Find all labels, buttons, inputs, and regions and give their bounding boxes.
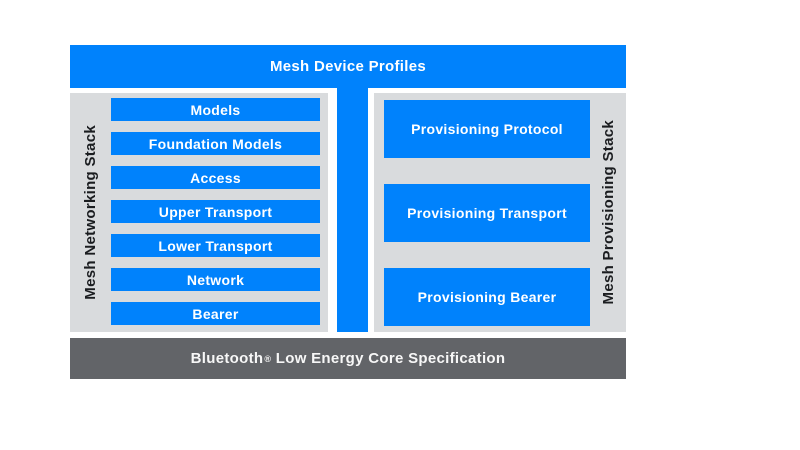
networking-stack-label-zone: Mesh Networking Stack (70, 93, 111, 332)
provisioning-stack-label-zone: Mesh Provisioning Stack (590, 93, 626, 332)
layer-upper-transport: Upper Transport (111, 200, 320, 223)
networking-stack-layers: Models Foundation Models Access Upper Tr… (111, 93, 328, 332)
provisioning-stack-panel: Provisioning Protocol Provisioning Trans… (374, 93, 626, 332)
networking-stack-panel: Mesh Networking Stack Models Foundation … (70, 93, 328, 332)
mesh-device-profiles-bar: Mesh Device Profiles (70, 45, 626, 88)
layer-models: Models (111, 98, 320, 121)
ble-core-spec-text: Low Energy Core Specification (275, 350, 506, 367)
layer-network: Network (111, 268, 320, 291)
mesh-device-profiles-label: Mesh Device Profiles (269, 58, 427, 75)
networking-stack-label: Mesh Networking Stack (82, 125, 99, 300)
layer-provisioning-transport: Provisioning Transport (384, 184, 590, 242)
layer-provisioning-bearer: Provisioning Bearer (384, 268, 590, 326)
layer-bearer: Bearer (111, 302, 320, 325)
layer-foundation-models: Foundation Models (111, 132, 320, 155)
layer-access: Access (111, 166, 320, 189)
provisioning-stack-label: Mesh Provisioning Stack (599, 120, 617, 305)
layer-lower-transport: Lower Transport (111, 234, 320, 257)
stack-connector-strip (337, 87, 368, 332)
ble-core-spec-brand: Bluetooth (190, 350, 264, 367)
provisioning-stack-layers: Provisioning Protocol Provisioning Trans… (374, 93, 590, 332)
layer-provisioning-protocol: Provisioning Protocol (384, 100, 590, 158)
ble-core-spec-bar: Bluetooth® Low Energy Core Specification (70, 338, 626, 379)
